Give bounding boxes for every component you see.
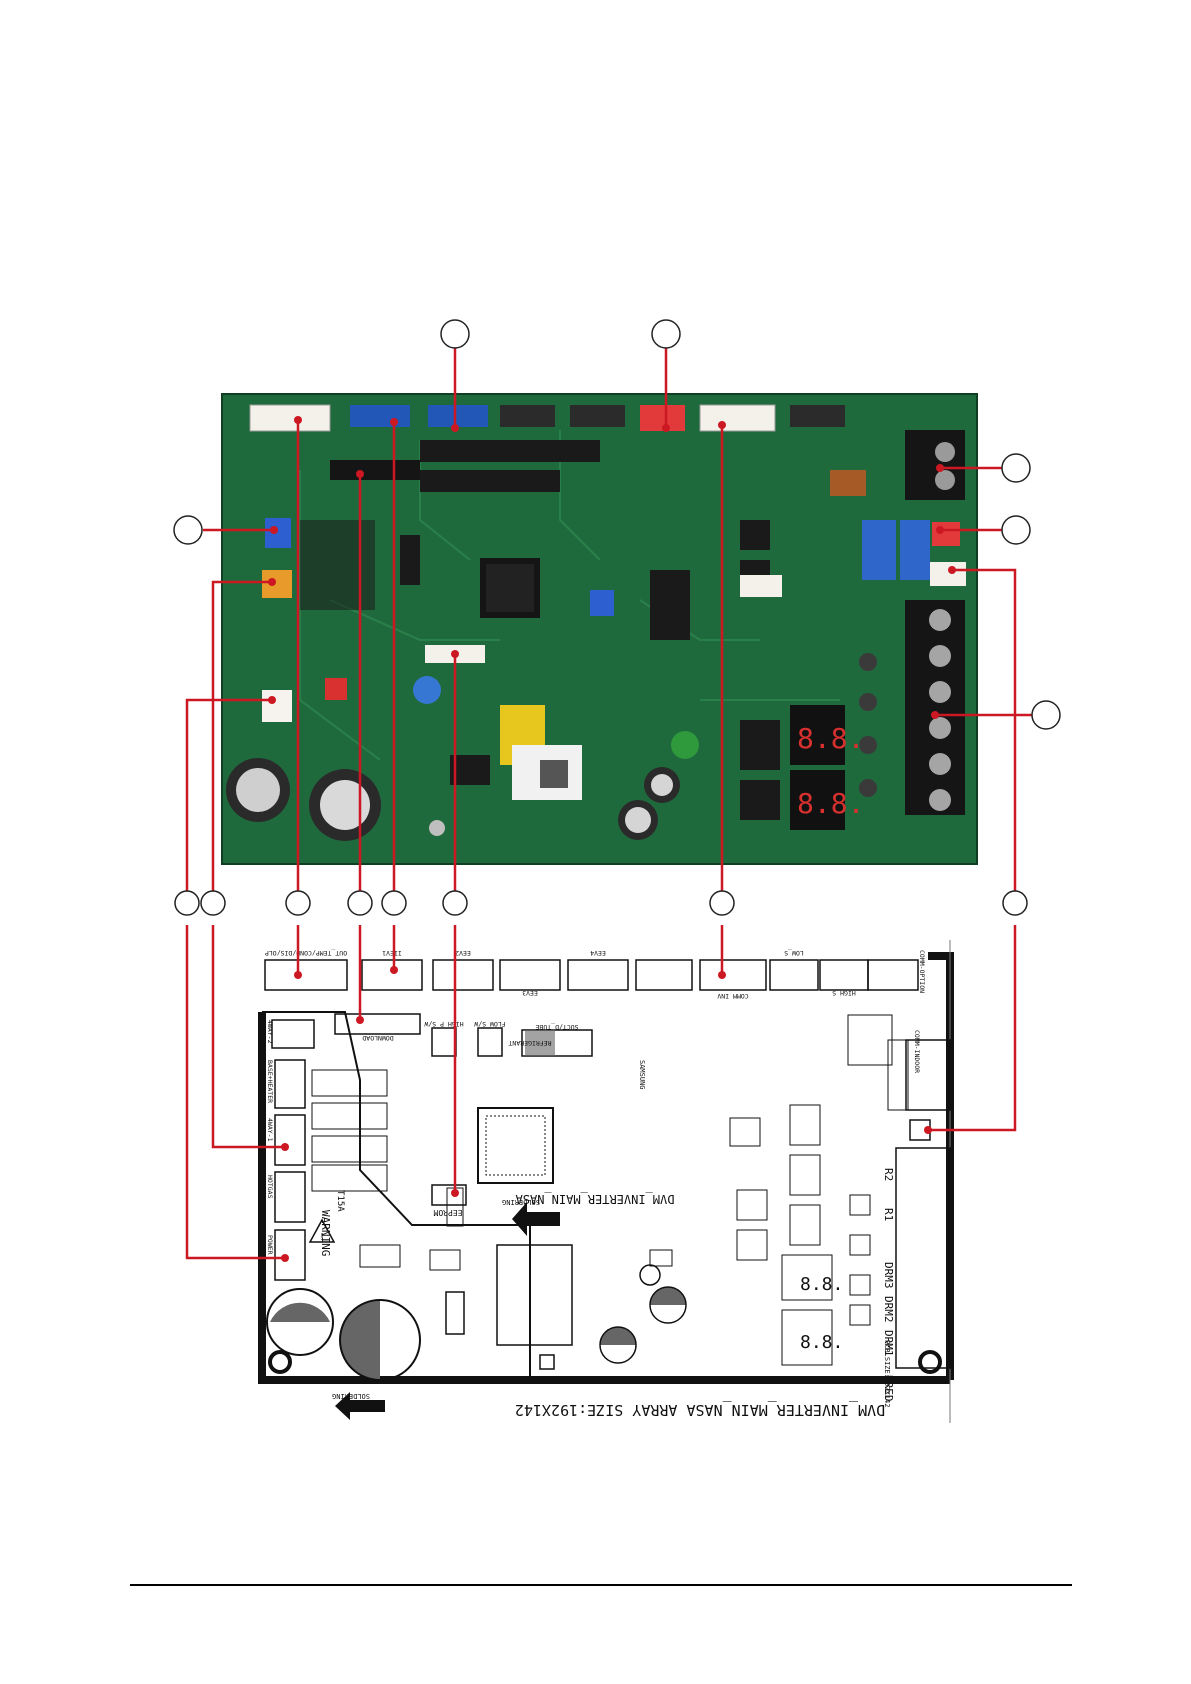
- label-eev2: EEV2: [455, 949, 471, 957]
- leader-endpoints: [268, 416, 956, 1262]
- label-comm-indoor: COMM-INDOOR: [913, 1030, 921, 1073]
- soldering-label: SOLDERING: [502, 1198, 540, 1206]
- label-4way-2: 4WAY-2: [266, 1020, 274, 1044]
- label-base-heater: BASE+HEATER: [266, 1060, 274, 1103]
- label-r2: R2: [882, 1168, 895, 1181]
- label-high-p-sw: HIGH P S/W: [424, 1020, 463, 1028]
- svg-text:!: !: [319, 1232, 325, 1243]
- label-high-s: HIGH_S: [832, 989, 856, 997]
- leader-lines: [185, 348, 1045, 1260]
- label-dred: DRED: [882, 1375, 895, 1402]
- array-size-label: DVM_INVERTER_MAIN_NASA ARRAY SIZE:192X14…: [515, 1401, 885, 1419]
- eeprom-label: EEPROM: [433, 1208, 462, 1217]
- label-4way-1: 4WAY-1: [266, 1118, 274, 1142]
- label-drm1: DRM1: [882, 1330, 895, 1357]
- label-power: POWER: [266, 1235, 274, 1255]
- svg-text:8.8.: 8.8.: [800, 1274, 843, 1295]
- label-drm2: DRM2: [882, 1296, 895, 1323]
- footer-rule: [130, 1584, 1072, 1586]
- svg-text:8.8.: 8.8.: [800, 1332, 843, 1353]
- pcb-size-label: PCB SIZE:192X142: [883, 1340, 891, 1407]
- pcb-photo: 8.8. 8.8.: [221, 393, 978, 865]
- samsung-label: SAMSUNG: [638, 1060, 646, 1090]
- label-comm-option: COMM-OPTION: [918, 950, 926, 993]
- svg-text:8.8.: 8.8.: [797, 722, 864, 755]
- label-flow-sw: FLOW S/W: [474, 1020, 505, 1028]
- label-suct-tube: SUCT/D_TUBE: [535, 1023, 578, 1031]
- label-out-temp: OUT_TEMP/COND/DIS/OLP: [265, 949, 347, 957]
- soldering-label-bottom: SOLDERING: [332, 1392, 370, 1400]
- svg-text:8.8.: 8.8.: [797, 787, 864, 820]
- callout-circles: [173, 319, 1061, 916]
- label-hotgas: HOTGAS: [266, 1175, 274, 1199]
- label-drm3: DRM3: [882, 1262, 895, 1289]
- label-refrigerant: REFRIGERANT: [508, 1039, 551, 1047]
- label-eev3: EEV3: [522, 989, 538, 997]
- label-comm-inv: COMM INV: [717, 992, 748, 1000]
- fuse-label: T15A: [335, 1190, 345, 1212]
- label-eev4: EEV4: [590, 949, 606, 957]
- model-label: DVM_INVERTER_MAIN_NASA: [515, 1192, 675, 1206]
- label-low-s: LOW_S: [784, 949, 804, 957]
- pcb-silkscreen: 8.8. 8.8. EEPROM ! DVM_INVERTER_MAIN_NAS…: [258, 940, 954, 1423]
- label-download: DOWNLOAD: [362, 1034, 393, 1042]
- label-r1: R1: [882, 1208, 895, 1221]
- label-eev1: IIEV1: [382, 949, 402, 957]
- warning-label: WARNING: [319, 1210, 332, 1256]
